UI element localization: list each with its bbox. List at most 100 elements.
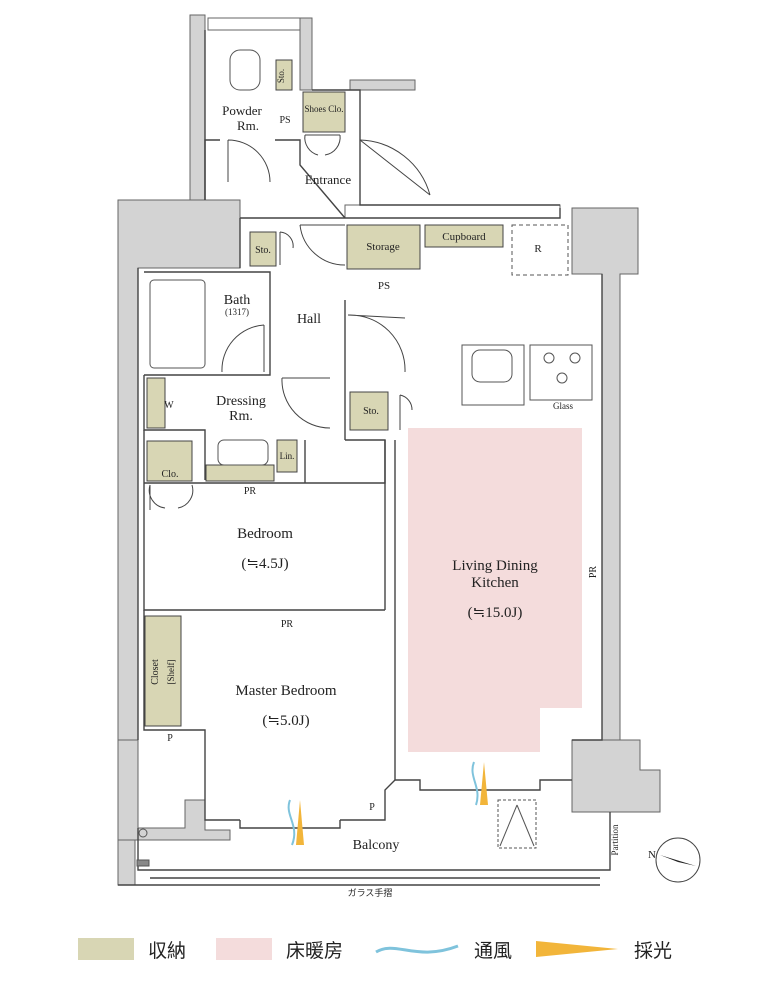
label-w: W [164, 400, 174, 411]
label-powder-2: Rm. [237, 118, 259, 133]
label-entrance: Entrance [305, 172, 351, 187]
label-pr-bed: PR [244, 486, 257, 497]
sink-counter [461, 344, 525, 406]
legend-storage-swatch [78, 938, 134, 960]
label-dressing-2: Rm. [229, 409, 253, 424]
door-hall [299, 224, 346, 266]
room-labels: Powder Rm. PS Sto. Shoes Clo. Entrance S… [150, 69, 620, 898]
storage-sto-top [275, 59, 293, 91]
storage-shoes [302, 91, 346, 133]
label-glass-rail: ガラス手摺 [348, 887, 393, 898]
stove [529, 344, 593, 401]
door-clo [148, 484, 194, 510]
label-ldk-2: Kitchen [471, 575, 519, 591]
label-ps-top: PS [279, 115, 290, 126]
legend-wind: 通風 [374, 934, 512, 964]
legend-floor-heating: 床暖房 [216, 934, 343, 964]
structural-walls [117, 14, 661, 886]
door-entrance [359, 139, 431, 196]
storage-clo [146, 440, 193, 482]
wall-lines [118, 30, 611, 886]
storage-areas [144, 59, 504, 727]
refrigerator-space [511, 224, 569, 276]
label-p-right: P [369, 802, 375, 813]
toilet [229, 49, 261, 91]
label-bath-size: (1317) [225, 307, 249, 317]
label-partition: Partition [610, 824, 620, 855]
label-shoes: Shoes Clo. [304, 104, 343, 114]
label-sto-hall: Sto. [255, 245, 271, 256]
label-hall: Hall [297, 312, 321, 327]
door-bath [221, 324, 265, 373]
label-ldk-size: (≒15.0J) [468, 605, 523, 621]
label-dressing: Dressing [216, 394, 266, 409]
label-sto-ldk: Sto. [363, 406, 379, 417]
hatch-line [499, 804, 518, 847]
compass: N [648, 837, 701, 883]
label-r: R [534, 243, 542, 255]
label-master: Master Bedroom [235, 683, 337, 699]
legend-storage: 収納 [78, 934, 186, 964]
label-bath: Bath [224, 293, 250, 308]
kitchen-sink [471, 349, 513, 383]
compass-north-label: N [648, 849, 656, 861]
storage-cupboard [424, 224, 504, 248]
storage-sto-hall [249, 231, 277, 267]
label-cupboard: Cupboard [442, 231, 486, 243]
label-shelf: [Shelf] [166, 660, 176, 685]
washbasin [217, 439, 269, 466]
storage-dressing-shelf [205, 464, 275, 482]
fixtures [136, 49, 593, 867]
label-ldk: Living Dining [452, 558, 538, 574]
label-storage: Storage [366, 241, 400, 253]
door-powder [227, 139, 271, 183]
label-clo: Clo. [162, 469, 179, 480]
label-master-size: (≒5.0J) [262, 713, 309, 729]
evacuation-hatch [497, 799, 537, 849]
wind-marker-master [287, 799, 296, 846]
label-bedroom: Bedroom [237, 526, 293, 542]
door-ldk [347, 314, 406, 373]
label-lin: Lin. [280, 451, 295, 461]
legend-wind-label: 通風 [474, 939, 513, 962]
label-bedroom-size: (≒4.5J) [241, 556, 288, 572]
legend-wind-icon [375, 944, 459, 954]
legend-light-icon [536, 941, 618, 957]
door-sto-hall [279, 231, 294, 265]
storage-w [146, 377, 166, 429]
storage-lin [276, 439, 298, 473]
light-marker-master [296, 800, 304, 845]
doors [148, 134, 431, 510]
label-powder: Powder [222, 103, 262, 118]
label-p-left: P [167, 733, 173, 744]
legend-light-label: 採光 [634, 939, 673, 962]
door-dressing [281, 377, 331, 429]
legend-storage-label: 収納 [148, 939, 187, 962]
label-glass: Glass [553, 401, 573, 411]
light-marker-ldk [480, 762, 488, 805]
storage-closet [144, 615, 182, 727]
outlet [136, 859, 150, 867]
bathtub [149, 279, 206, 369]
label-sto-top: Sto. [276, 69, 286, 83]
door-sto-ldk [399, 394, 413, 430]
label-balcony: Balcony [353, 838, 400, 853]
label-pr-right: PR [588, 566, 599, 579]
airflow-markers [287, 761, 488, 846]
storage-sto-ldk [349, 391, 389, 431]
burner-3 [556, 372, 568, 384]
legend-light: 採光 [534, 934, 672, 964]
door-shoes [304, 134, 341, 156]
floor-heating-zone [408, 428, 582, 752]
floor-plan: N Powder Rm. PS Sto. Shoes Clo. Entrance… [117, 14, 701, 898]
label-ps-mid: PS [378, 280, 390, 292]
burner-2 [569, 352, 581, 364]
legend-floor-heating-swatch [216, 938, 272, 960]
storage-main [346, 224, 421, 270]
legend: 収納 床暖房 通風 採光 [0, 920, 768, 980]
burner-1 [543, 352, 555, 364]
legend-floor-heating-label: 床暖房 [286, 939, 344, 962]
drain [138, 828, 148, 838]
hatch-line [516, 804, 535, 847]
label-pr-master: PR [281, 619, 294, 630]
